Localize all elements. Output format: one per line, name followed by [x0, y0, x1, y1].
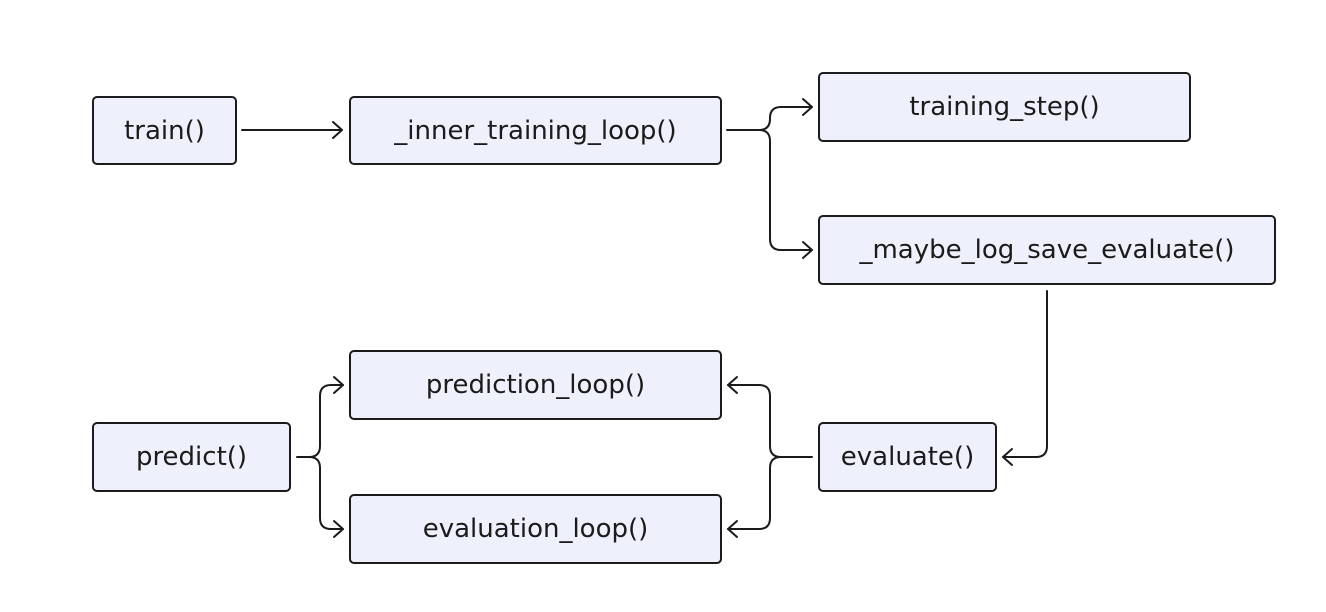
node-evaluation-loop: evaluation_loop() [349, 494, 722, 564]
edge-predict-to-evaluation-loop [308, 456, 344, 538]
node-inner-training-loop: _inner_training_loop() [349, 96, 722, 165]
node-train: train() [92, 96, 237, 165]
node-inner-training-loop-label: _inner_training_loop() [394, 115, 677, 146]
edge-inner-loop-to-maybe-log-save-evaluate [758, 129, 813, 259]
node-maybe-log-save-evaluate: _maybe_log_save_evaluate() [818, 215, 1276, 285]
edge-maybe-log-save-evaluate-to-evaluate [1002, 290, 1048, 466]
edge-inner-loop-to-training-step [726, 98, 813, 131]
node-evaluate-label: evaluate() [840, 442, 975, 472]
edge-train-to-inner-training-loop [241, 121, 343, 139]
node-evaluation-loop-label: evaluation_loop() [422, 514, 649, 544]
node-predict-label: predict() [135, 442, 248, 472]
edge-predict-to-prediction-loop [296, 376, 344, 458]
node-maybe-log-save-evaluate-label: _maybe_log_save_evaluate() [859, 235, 1235, 265]
node-train-label: train() [124, 115, 205, 146]
node-predict: predict() [92, 422, 291, 492]
node-prediction-loop-label: prediction_loop() [425, 370, 646, 400]
edge-evaluate-to-prediction-loop [727, 376, 813, 458]
node-evaluate: evaluate() [818, 422, 997, 492]
node-training-step: training_step() [818, 72, 1191, 142]
edge-evaluate-to-evaluation-loop [727, 456, 782, 538]
node-prediction-loop: prediction_loop() [349, 350, 722, 420]
node-training-step-label: training_step() [909, 92, 1100, 122]
